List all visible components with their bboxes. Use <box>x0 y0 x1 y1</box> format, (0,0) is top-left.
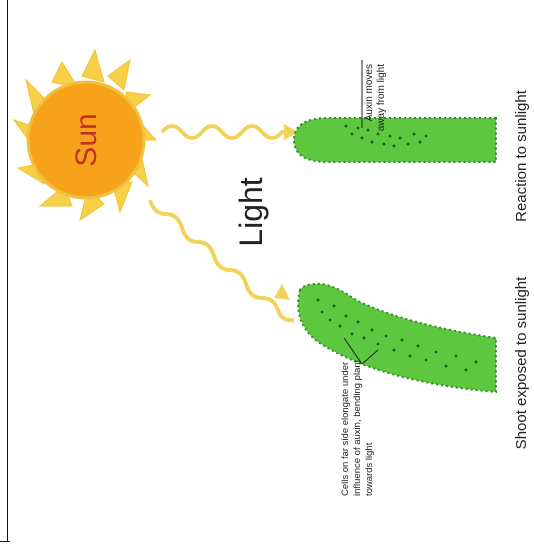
cells-note-line2: influence of auxin, bending plant <box>352 359 363 496</box>
shoot-bending <box>298 284 496 392</box>
light-wave-lower <box>150 200 294 320</box>
caption-shoot: Shoot exposed to sunlight <box>513 276 530 449</box>
cells-note-line1: Cells on far side elongate under <box>340 362 351 496</box>
light-label: Light <box>233 177 269 247</box>
cells-note-line3: towards light <box>364 442 375 496</box>
light-wave-lower-arrow <box>274 284 290 300</box>
auxin-note-line2: away from light <box>376 64 387 131</box>
light-wave-upper <box>162 126 288 138</box>
shoot-reaction <box>294 118 496 162</box>
sun-label: Sun <box>70 113 103 166</box>
caption-reaction: Reaction to sunlight <box>513 89 530 222</box>
auxin-note-line1: Auxin moves <box>364 64 375 121</box>
